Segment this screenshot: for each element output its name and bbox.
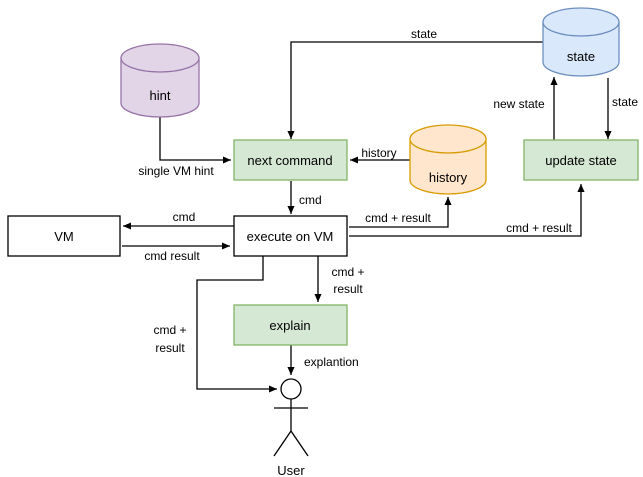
- edge-label-hint-to-next: single VM hint: [138, 164, 214, 178]
- hint-database: hint: [120, 43, 200, 118]
- history-cylinder-top-outline: [409, 124, 487, 154]
- execute-node: execute on VM: [233, 215, 348, 257]
- edge-label-execute-to-vm: cmd: [173, 210, 196, 224]
- update-state-node: update state: [523, 139, 639, 181]
- state-cylinder: [543, 22, 619, 76]
- edge-execute-to-user: [196, 256, 277, 393]
- explain-label: explain: [269, 318, 310, 333]
- edge-label-history-to-next: history: [361, 146, 396, 160]
- edge-label-state-to-next: state: [411, 27, 437, 41]
- state-database: state: [542, 7, 620, 77]
- execute-box-outline: [233, 215, 348, 257]
- hint-cylinder-outline: [120, 58, 200, 118]
- edge-label-execute-to-explain-line2: result: [333, 282, 363, 296]
- vm-box: [8, 216, 120, 256]
- edge-label-state-to-update: state: [612, 95, 638, 109]
- edges: [122, 41, 612, 393]
- history-cylinder: [410, 139, 486, 194]
- edge-label-execute-to-user-line2: result: [155, 341, 185, 355]
- history-cylinder-outline: [409, 139, 487, 195]
- hint-cylinder-top: [121, 44, 199, 72]
- edge-execute-to-history: [349, 197, 452, 228]
- vm-box-outline: [7, 215, 121, 257]
- user-actor: [273, 378, 309, 457]
- history-database: history: [409, 124, 487, 195]
- user-left-leg: [273, 430, 292, 457]
- explain-box: [234, 305, 347, 345]
- edge-labels: state state new state single VM hint his…: [138, 27, 638, 369]
- user-label: User: [277, 463, 305, 477]
- hint-cylinder: [121, 58, 199, 117]
- edge-execute-to-update-state: [349, 184, 585, 237]
- history-label: history: [429, 170, 468, 185]
- update-state-label: update state: [545, 153, 617, 168]
- hint-cylinder-top-outline: [120, 43, 200, 73]
- history-cylinder-top: [410, 125, 486, 153]
- state-cylinder-outline: [542, 22, 620, 77]
- state-cylinder-top-outline: [542, 7, 620, 37]
- execute-label: execute on VM: [247, 229, 334, 244]
- vm-label: VM: [54, 229, 74, 244]
- edge-label-vm-to-execute: cmd result: [144, 249, 200, 263]
- next-command-box: [234, 140, 347, 180]
- hint-label: hint: [150, 88, 171, 103]
- vm-node: VM: [7, 215, 121, 257]
- edge-label-explain-to-user: explantion: [304, 355, 359, 369]
- update-state-box-outline: [523, 139, 639, 181]
- next-command-label: next command: [247, 153, 332, 168]
- edge-state-to-next-command: [287, 41, 543, 139]
- explain-box-outline: [233, 304, 348, 346]
- edge-label-next-to-execute: cmd: [299, 193, 322, 207]
- explain-node: explain: [233, 304, 348, 346]
- edge-label-execute-to-update: cmd + result: [506, 221, 572, 235]
- next-command-node: next command: [233, 139, 348, 181]
- execute-box: [234, 216, 347, 256]
- next-command-box-outline: [233, 139, 348, 181]
- user-head: [280, 378, 302, 400]
- state-label: state: [567, 49, 595, 64]
- edge-label-update-to-state: new state: [493, 97, 545, 111]
- edge-label-execute-to-explain-line1: cmd +: [331, 265, 364, 279]
- edge-label-execute-to-user-line1: cmd +: [153, 323, 186, 337]
- edge-hint-to-next-command: [159, 117, 231, 164]
- update-state-box: [524, 140, 638, 180]
- user-right-leg: [290, 430, 309, 457]
- state-cylinder-top: [543, 8, 619, 36]
- edge-label-execute-to-history: cmd + result: [365, 211, 431, 225]
